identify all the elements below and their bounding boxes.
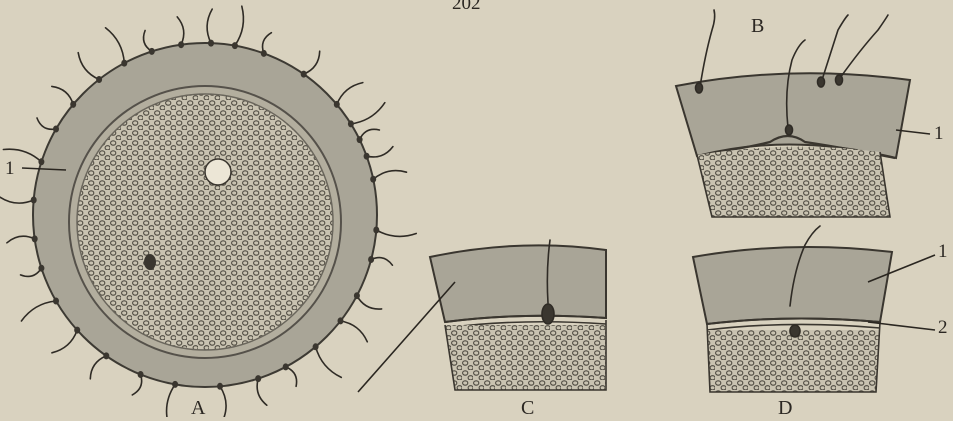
panel-b-callout-1: 1 <box>934 124 944 144</box>
sperm-head <box>348 120 354 127</box>
sperm-tail <box>337 83 363 105</box>
page-number: 202 <box>452 0 481 14</box>
sperm-head <box>178 41 184 48</box>
panel-d <box>693 226 935 395</box>
panel-a-callout-1: 1 <box>5 159 15 179</box>
sperm-head <box>261 50 267 57</box>
sperm-head <box>96 76 102 83</box>
sperm-head <box>255 375 261 382</box>
sperm-tail <box>21 268 42 276</box>
sperm-tail <box>373 171 406 180</box>
sperm-head <box>103 352 109 359</box>
sperm-tail <box>376 230 416 236</box>
sperm-tail <box>304 51 320 74</box>
sperm-tail <box>235 6 244 45</box>
sperm-tail <box>177 17 184 45</box>
sperm-head <box>53 298 59 305</box>
sperm-head <box>53 126 59 133</box>
sperm-head <box>121 60 127 67</box>
sperm-head <box>357 136 363 143</box>
sperm-head <box>32 235 38 242</box>
sperm-head <box>74 327 80 334</box>
zona-c <box>430 245 606 322</box>
panel-d-callout-1: 1 <box>938 242 948 262</box>
panel-b-label: B <box>751 16 764 36</box>
sperm-tail <box>351 103 385 124</box>
sperm-head <box>364 153 370 160</box>
sperm-head <box>313 343 319 350</box>
sperm-head <box>217 383 223 390</box>
sperm-head <box>38 265 44 272</box>
yolk-granules-b <box>690 140 900 220</box>
panel-a-label: A <box>191 398 205 418</box>
callout-line-d-2 <box>868 322 935 330</box>
sperm-head <box>138 371 144 378</box>
panel-d-callout-2: 2 <box>938 318 948 338</box>
sperm-tail <box>37 118 56 129</box>
sperm-head <box>31 197 37 204</box>
sperm-head <box>38 158 44 165</box>
sperm-tail <box>0 197 34 203</box>
sperm-tail <box>367 147 393 157</box>
sperm-tail <box>52 330 77 353</box>
sperm-tail <box>341 321 368 342</box>
sperm-tail <box>360 129 380 139</box>
nucleus-a <box>205 159 231 185</box>
sperm-head <box>208 40 214 47</box>
panel-b <box>676 10 930 220</box>
sperm-tail <box>357 296 382 309</box>
sperm-tail <box>21 301 56 321</box>
sperm-head <box>370 176 376 183</box>
sperm-tail <box>78 53 99 80</box>
panel-d-label: D <box>778 398 792 418</box>
sperm-head <box>301 71 307 78</box>
sperm-tail <box>316 347 342 378</box>
zona-b <box>676 73 910 158</box>
dark-spot-a <box>144 254 156 270</box>
sperm-head <box>283 363 289 370</box>
sperm-head <box>70 101 76 108</box>
panel-a <box>0 6 416 417</box>
sperm-head <box>172 381 178 388</box>
sperm-head <box>232 42 238 49</box>
sperm-head <box>354 292 360 299</box>
yolk-granules-a <box>77 94 333 350</box>
sperm-tail <box>90 356 106 379</box>
sperm-tail <box>220 386 226 417</box>
panel-c <box>358 240 610 395</box>
sperm-tail <box>257 379 267 406</box>
sperm-tail <box>167 384 176 417</box>
sperm-head <box>368 256 374 263</box>
sperm-tail <box>106 28 125 63</box>
callout-line-a-zona <box>358 282 455 392</box>
sperm-head <box>149 48 155 55</box>
yolk-granules-c <box>440 320 610 395</box>
sperm-tail <box>207 9 212 43</box>
sperm-head <box>373 227 379 234</box>
sperm-tail <box>371 258 392 266</box>
sperm-tail <box>7 236 35 243</box>
sperm-head <box>338 317 344 324</box>
sperm-tail <box>52 86 73 104</box>
panel-c-label: C <box>521 398 534 418</box>
sperm-head <box>334 101 340 108</box>
